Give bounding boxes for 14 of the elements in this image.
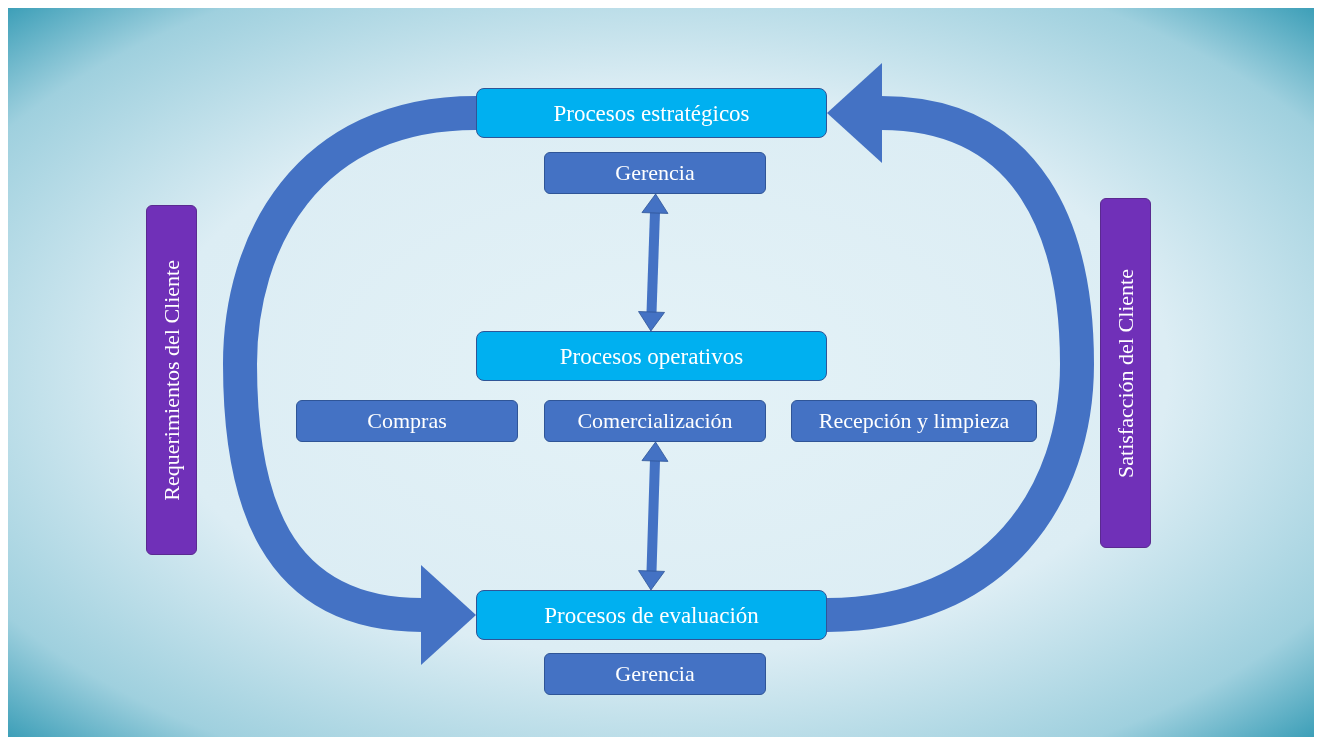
curved-arrow (826, 63, 1094, 632)
process-box: Procesos estratégicos (476, 88, 827, 138)
process-box: Gerencia (544, 653, 766, 695)
process-box: Procesos operativos (476, 331, 827, 381)
process-box: Recepción y limpieza (791, 400, 1037, 442)
double-arrow (638, 193, 669, 332)
curved-arrow (223, 96, 478, 665)
double-arrow (638, 441, 669, 591)
process-box: Compras (296, 400, 518, 442)
process-box: Procesos de evaluación (476, 590, 827, 640)
process-box: Gerencia (544, 152, 766, 194)
side-label-bar: Satisfacción del Cliente (1100, 198, 1151, 548)
side-label-bar: Requerimientos del Cliente (146, 205, 197, 555)
process-box: Comercialización (544, 400, 766, 442)
